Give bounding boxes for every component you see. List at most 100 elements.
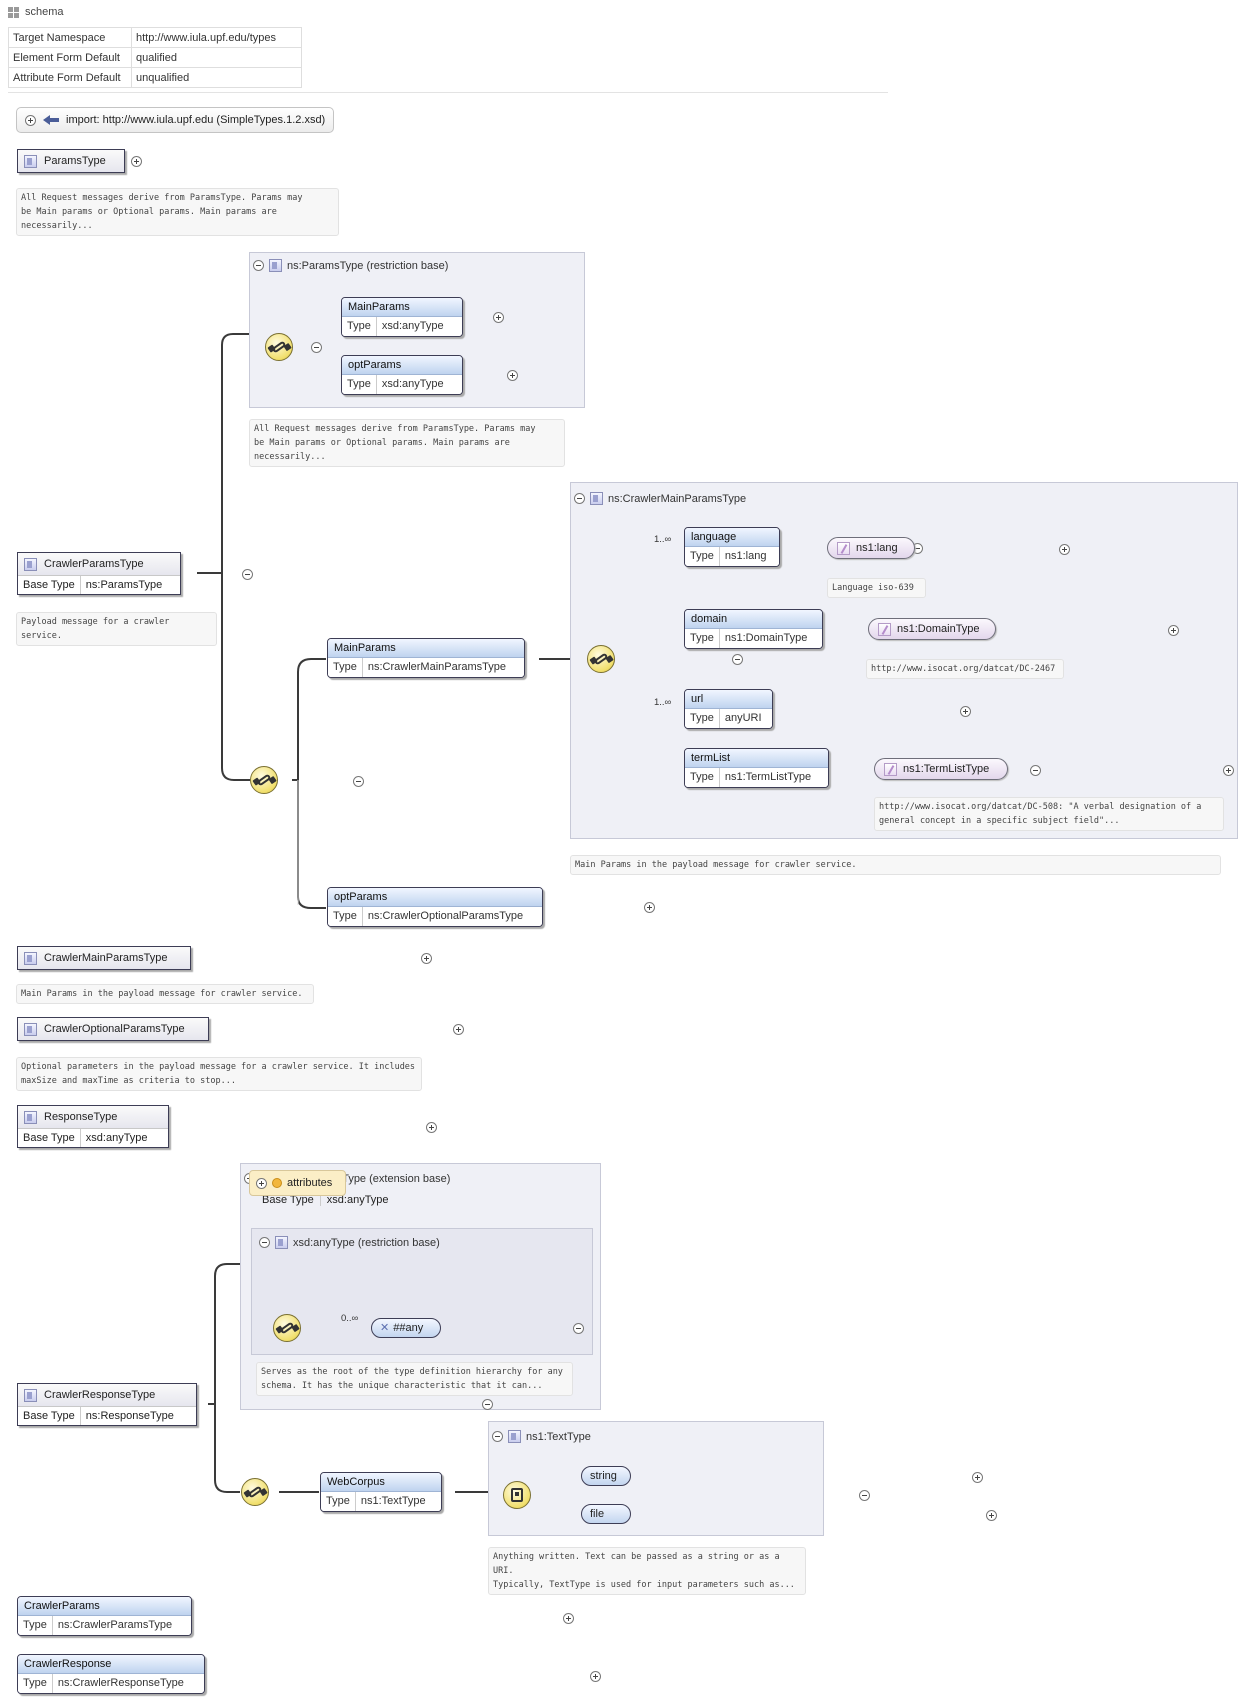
base-type-label: Base Type bbox=[18, 1129, 81, 1147]
type-value: anyURI bbox=[724, 712, 762, 724]
expand-icon[interactable] bbox=[971, 1471, 983, 1483]
expand-icon[interactable] bbox=[426, 1121, 438, 1133]
expand-icon[interactable] bbox=[589, 1670, 601, 1682]
collapse-icon[interactable] bbox=[1029, 764, 1041, 776]
expand-icon[interactable] bbox=[644, 901, 656, 913]
expand-icon[interactable] bbox=[256, 1177, 267, 1189]
group-title: ns:CrawlerMainParamsType bbox=[608, 492, 747, 505]
group-title: xsd:anyType (restriction base) bbox=[293, 1236, 440, 1249]
sequence-compositor[interactable] bbox=[250, 766, 278, 794]
collapse-icon[interactable] bbox=[492, 1431, 503, 1442]
property-key: Element Form Default bbox=[8, 47, 132, 68]
complex-type-icon bbox=[24, 1022, 37, 1036]
annotation-anytype: Serves as the root of the type definitio… bbox=[256, 1362, 573, 1396]
schema-properties-table: Target Namespace http://www.iula.upf.edu… bbox=[8, 27, 302, 88]
element-file[interactable]: file bbox=[581, 1504, 631, 1524]
type-value: ns:CrawlerOptionalParamsType bbox=[367, 910, 524, 922]
expand-icon[interactable] bbox=[985, 1509, 997, 1521]
simple-type-lang[interactable]: ns1:lang bbox=[827, 537, 915, 559]
expand-icon[interactable] bbox=[25, 114, 36, 126]
simple-type-domain[interactable]: ns1:DomainType bbox=[868, 618, 996, 640]
collapse-icon[interactable] bbox=[731, 653, 743, 665]
property-key: Target Namespace bbox=[8, 27, 132, 48]
element-name: language bbox=[685, 528, 779, 547]
complex-type-crawler-optional-params[interactable]: CrawlerOptionalParamsType bbox=[17, 1017, 209, 1041]
expand-icon[interactable] bbox=[493, 311, 505, 323]
divider bbox=[8, 92, 888, 93]
type-value: xsd:anyType bbox=[381, 378, 444, 390]
annotation-lang: Language iso-639 bbox=[827, 578, 926, 598]
expand-icon[interactable] bbox=[453, 1023, 465, 1035]
group-header[interactable]: xsd:anyType (restriction base) bbox=[259, 1236, 440, 1249]
property-value: qualified bbox=[131, 47, 302, 68]
group-header[interactable]: ns:ParamsType (restriction base) bbox=[253, 259, 448, 272]
element-name: MainParams bbox=[342, 298, 462, 317]
property-key: Attribute Form Default bbox=[8, 67, 132, 88]
simple-type-icon bbox=[884, 762, 897, 776]
group-header[interactable]: ns1:TextType bbox=[492, 1430, 591, 1443]
attributes-node[interactable]: attributes bbox=[249, 1170, 346, 1196]
sequence-compositor[interactable] bbox=[241, 1478, 269, 1506]
annotation-text-type: Anything written. Text can be passed as … bbox=[488, 1547, 806, 1595]
expand-icon[interactable] bbox=[421, 952, 432, 964]
simple-type-icon bbox=[878, 622, 891, 636]
collapse-icon[interactable] bbox=[253, 260, 264, 271]
expand-icon[interactable] bbox=[507, 369, 519, 381]
complex-type-crawler-main-params[interactable]: CrawlerMainParamsType bbox=[17, 946, 191, 970]
element-name: CrawlerResponse bbox=[18, 1655, 204, 1674]
collapse-icon[interactable] bbox=[353, 775, 365, 787]
type-value: ns1:DomainType bbox=[724, 632, 808, 644]
sequence-compositor[interactable] bbox=[587, 645, 615, 673]
sequence-compositor[interactable] bbox=[265, 333, 293, 361]
sequence-icon bbox=[256, 773, 272, 787]
wildcard-label: ##any bbox=[393, 1322, 424, 1334]
collapse-icon[interactable] bbox=[859, 1489, 871, 1501]
complex-type-icon bbox=[24, 1110, 37, 1124]
sequence-compositor[interactable] bbox=[273, 1314, 301, 1342]
type-label: Type bbox=[685, 768, 720, 787]
collapse-icon[interactable] bbox=[242, 568, 254, 580]
import-label: import: http://www.iula.upf.edu (SimpleT… bbox=[66, 114, 326, 126]
collapse-icon[interactable] bbox=[259, 1237, 270, 1248]
type-value: ns1:lang bbox=[724, 550, 767, 562]
expand-icon[interactable] bbox=[562, 1612, 574, 1624]
any-wildcard[interactable]: ✕##any bbox=[371, 1318, 441, 1338]
base-type-label: Base Type bbox=[18, 1407, 81, 1425]
choice-compositor[interactable] bbox=[503, 1481, 531, 1509]
group-header[interactable]: ns:CrawlerMainParamsType bbox=[574, 492, 746, 505]
complex-type-icon bbox=[269, 259, 282, 272]
expand-icon[interactable] bbox=[959, 705, 971, 717]
element-string[interactable]: string bbox=[581, 1466, 631, 1486]
collapse-icon[interactable] bbox=[482, 1398, 494, 1410]
import-node[interactable]: import: http://www.iula.upf.edu (SimpleT… bbox=[16, 107, 335, 133]
simple-type-termlist[interactable]: ns1:TermListType bbox=[874, 758, 1008, 780]
expand-icon[interactable] bbox=[131, 155, 142, 167]
type-label: Type bbox=[18, 1674, 53, 1693]
simple-type-name: ns1:TermListType bbox=[903, 763, 990, 775]
expand-icon[interactable] bbox=[1167, 624, 1179, 636]
expand-icon[interactable] bbox=[1222, 764, 1234, 776]
base-type-value: xsd:anyType bbox=[85, 1132, 148, 1144]
collapse-icon[interactable] bbox=[573, 1322, 585, 1334]
annotation-domain: http://www.isocat.org/datcat/DC-2467 bbox=[866, 659, 1064, 679]
expand-icon[interactable] bbox=[1058, 543, 1070, 555]
property-value: unqualified bbox=[131, 67, 302, 88]
complex-type-params[interactable]: ParamsType bbox=[17, 149, 125, 173]
annotation-params-type: All Request messages derive from ParamsT… bbox=[16, 188, 339, 236]
collapse-icon[interactable] bbox=[311, 341, 323, 353]
collapse-icon[interactable] bbox=[574, 493, 585, 504]
